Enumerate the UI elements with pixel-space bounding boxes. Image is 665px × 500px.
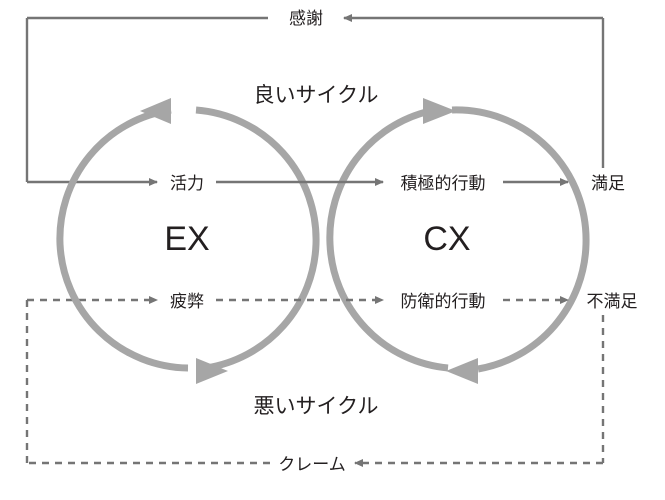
good-cycle-outer-loop bbox=[25, 14, 605, 186]
label-satisfaction: 満足 bbox=[591, 174, 625, 193]
cx-cycle-circle bbox=[326, 98, 590, 384]
cx-circle-left-arc bbox=[326, 107, 449, 372]
label-dissatisfaction: 不満足 bbox=[587, 292, 638, 311]
label-claim: クレーム bbox=[278, 455, 346, 474]
caption-good-cycle: 良いサイクル bbox=[254, 84, 379, 107]
ex-circle-bottom-arrowhead bbox=[196, 358, 228, 384]
bad-cycle-outer-loop bbox=[25, 296, 605, 467]
title-ex: EX bbox=[164, 220, 209, 258]
ex-cycle-circle bbox=[56, 98, 320, 384]
caption-bad-cycle: 悪いサイクル bbox=[254, 395, 379, 418]
ex-circle-right-arc bbox=[195, 106, 320, 372]
label-positive-action: 積極的行動 bbox=[401, 174, 486, 193]
title-cx: CX bbox=[423, 220, 470, 258]
label-vitality: 活力 bbox=[170, 174, 204, 193]
cx-circle-bottom-arrowhead bbox=[446, 358, 478, 384]
cx-circle-right-arc bbox=[451, 106, 590, 373]
cx-circle-top-arrowhead bbox=[423, 98, 456, 124]
label-exhaustion: 疲弊 bbox=[170, 292, 204, 311]
ex-circle-left-arc bbox=[56, 106, 189, 372]
ex-circle-top-arrowhead bbox=[140, 98, 171, 124]
label-gratitude: 感謝 bbox=[289, 9, 323, 28]
label-defensive-action: 防衛的行動 bbox=[401, 292, 486, 311]
